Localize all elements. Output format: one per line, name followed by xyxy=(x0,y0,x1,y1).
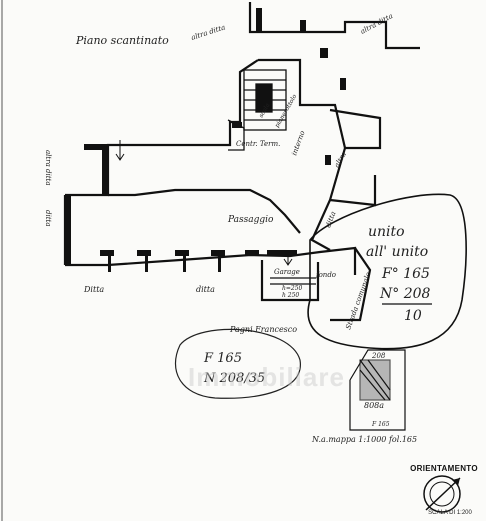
id-circle xyxy=(175,328,301,399)
neighbor-top-label: altra ditta xyxy=(190,23,226,42)
garage-label: Garage xyxy=(274,268,300,276)
central-room-label: Centr. Term. xyxy=(236,140,280,148)
interior-label: interno xyxy=(290,130,306,157)
structural-columns xyxy=(100,250,259,272)
site-map-label-3: F 165 xyxy=(371,421,390,428)
bottom-mid-label: ditta xyxy=(196,285,215,294)
stamp-line-1: unito xyxy=(368,224,405,240)
watermark: Immobiliare xyxy=(188,362,345,392)
site-map-inset xyxy=(349,349,406,431)
left-side-label: altra ditta xyxy=(44,150,52,186)
handwritten-id-2: N 208/35 xyxy=(203,371,265,386)
site-map-label-2: 808a xyxy=(364,401,384,410)
corridor-label: Passaggio xyxy=(227,215,274,225)
right-side-label-2: ditta xyxy=(324,210,337,228)
site-map-label-1: 208 xyxy=(371,352,386,360)
right-side-label-1: altra xyxy=(333,150,348,169)
scale-note: N.a.mappa 1:1000 fol.165 xyxy=(311,435,417,444)
bottom-street-label: Pagni Francesco xyxy=(229,325,297,334)
bottom-left-label: Ditta xyxy=(83,285,104,294)
stamp-line-3: F° 165 xyxy=(381,266,430,282)
floor-title: Piano scantinato xyxy=(75,34,169,47)
garage-sub-label: h=250 xyxy=(282,285,303,292)
scale-label: SCALA DI 1:200 xyxy=(428,510,472,516)
stamp-line-2: all' unito xyxy=(366,244,428,260)
orientation-title: ORIENTAMENTO xyxy=(410,464,478,473)
door-markers xyxy=(115,140,293,266)
left-side-label-2: ditta xyxy=(44,210,52,227)
fondo-label: fondo xyxy=(315,271,336,279)
road-label: Strada comunale xyxy=(344,271,372,330)
garage-room xyxy=(270,277,316,285)
compass-rose xyxy=(423,475,461,513)
handwritten-id-1: F 165 xyxy=(203,351,242,366)
stamp-outline xyxy=(307,193,467,350)
neighbor-top-right-label: altra ditta xyxy=(359,12,394,36)
stair-block xyxy=(227,69,287,151)
garage-height-label: h 250 xyxy=(282,292,299,299)
stamp-line-5: 10 xyxy=(404,308,422,324)
stamp-line-4: N° 208 xyxy=(379,286,431,302)
